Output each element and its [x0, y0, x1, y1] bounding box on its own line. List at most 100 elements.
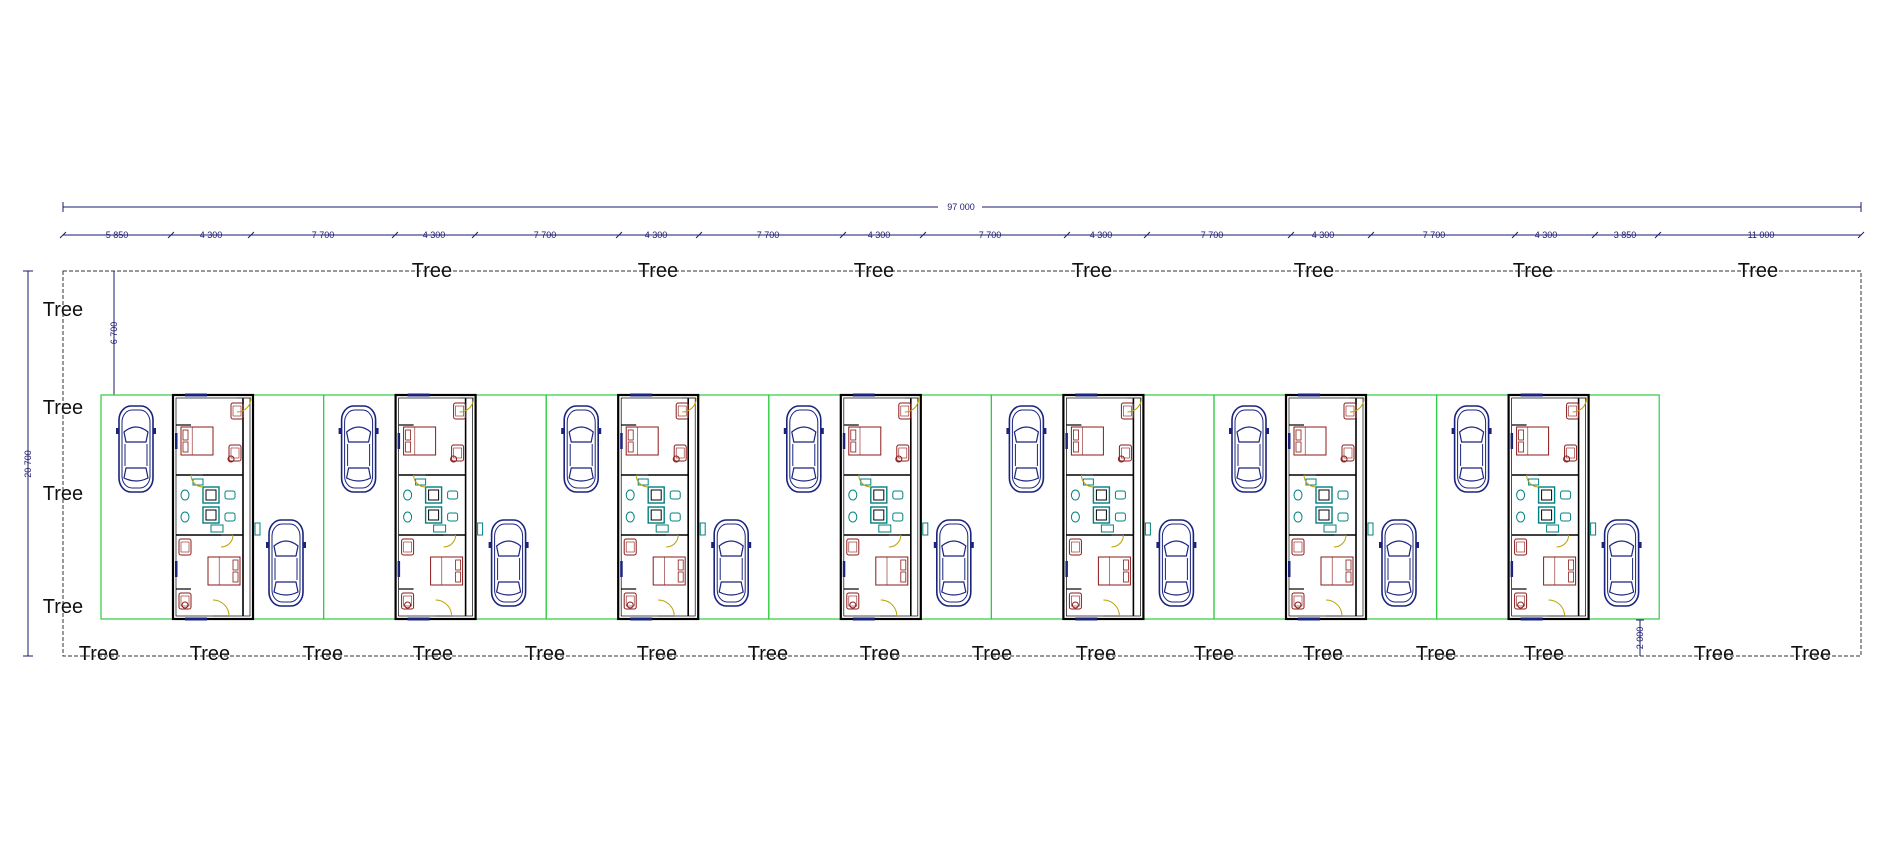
shower-tray — [650, 509, 662, 521]
toilet-icon — [1293, 511, 1303, 523]
car-body — [340, 405, 377, 493]
car-rear-window — [1236, 467, 1262, 482]
bed-pillow — [405, 441, 412, 453]
bed-frame — [848, 426, 882, 456]
armchair-icon — [1068, 538, 1082, 556]
car-body-inner — [716, 523, 746, 603]
shower-tray — [1541, 489, 1553, 501]
car-windshield — [718, 540, 744, 557]
armchair-seat — [1564, 444, 1578, 462]
bed-pillow — [455, 559, 462, 571]
car-body — [935, 519, 972, 607]
sink-icon — [1337, 490, 1349, 500]
shower-tray — [428, 489, 440, 501]
armchair-icon — [451, 444, 465, 462]
shower-icon — [647, 506, 665, 524]
car-icon — [561, 405, 602, 493]
shower-icon — [424, 506, 443, 524]
armchair-icon — [1068, 592, 1082, 610]
car-icon — [338, 405, 379, 493]
door-swing-arc — [682, 397, 697, 413]
armchair-cushion — [625, 595, 635, 607]
armchair-icon — [1118, 444, 1132, 462]
lamp-icon — [1294, 601, 1302, 609]
door-swing-arc — [443, 534, 457, 548]
armchair-icon — [178, 592, 192, 610]
car-mirror — [375, 428, 379, 434]
armchair-cushion — [625, 541, 635, 553]
tree-label: Tree — [1303, 643, 1343, 665]
armchair-seat — [451, 444, 465, 462]
car-mirror — [266, 542, 269, 548]
window — [407, 617, 430, 621]
armchair-seat — [623, 538, 637, 556]
car-icon — [1006, 405, 1047, 493]
car-mirror — [488, 542, 492, 548]
bed-pillow — [1568, 571, 1574, 583]
car-mirror — [1416, 542, 1419, 548]
bed-pillow — [182, 441, 189, 453]
lamp-icon — [1517, 601, 1525, 609]
armchair-cushion — [1071, 595, 1080, 607]
washer-icon — [878, 524, 892, 533]
tree-label: Tree — [1072, 260, 1112, 282]
shower-icon — [1315, 486, 1333, 504]
sink-icon — [224, 490, 236, 500]
dimension-tick — [1143, 231, 1151, 239]
door-swing-arc — [435, 599, 453, 617]
sink-icon — [447, 512, 459, 522]
bed-pillow — [1073, 441, 1079, 453]
armchair-cushion — [1343, 447, 1353, 459]
window — [1520, 393, 1543, 397]
armchair-cushion — [848, 595, 858, 607]
lamp-icon — [849, 601, 857, 609]
car-windshield — [941, 540, 967, 557]
armchair-seat — [1068, 592, 1082, 610]
bed-icon — [625, 426, 659, 456]
car-windshield — [568, 426, 594, 443]
bed-pillow — [1295, 429, 1302, 441]
door-swing-arc — [1572, 397, 1588, 413]
door-swing-arc — [1103, 599, 1120, 617]
car-body — [1008, 405, 1045, 493]
car-windshield — [123, 426, 149, 443]
shower-tray — [1541, 509, 1553, 521]
plot — [1213, 393, 1438, 621]
dimension-tick — [167, 231, 175, 239]
water-tank-icon — [922, 522, 929, 536]
bed-icon — [875, 556, 909, 586]
door-swing-arc — [220, 534, 234, 548]
lamp-icon — [181, 601, 189, 609]
car-windshield — [1013, 426, 1040, 443]
bed-pillow — [850, 441, 857, 453]
door-swing-arc — [858, 474, 871, 488]
door-swing-arc — [904, 397, 920, 413]
car-mirror — [970, 542, 974, 548]
washer-icon — [1546, 524, 1560, 533]
tree-label: Tree — [972, 643, 1012, 665]
plot — [1435, 393, 1660, 621]
segment-label: 4 300 — [645, 230, 668, 240]
water-tank-icon — [699, 522, 706, 536]
car-body — [785, 405, 822, 493]
shower-tray — [205, 509, 217, 521]
plot — [990, 393, 1215, 621]
car-body — [118, 405, 154, 493]
townhouse-unit — [394, 393, 484, 621]
car-rear-window — [941, 581, 967, 596]
overall-depth-label: 20 700 — [23, 450, 33, 478]
armchair-cushion — [453, 447, 462, 459]
bed-frame — [1070, 426, 1104, 456]
trees-top-row: Tree Tree Tree Tree Tree Tree Tree — [412, 260, 1778, 282]
door-swing-arc — [1080, 474, 1094, 488]
window — [1288, 433, 1291, 449]
lamp-icon — [404, 601, 412, 609]
water-tank-icon — [254, 522, 261, 536]
lamp-icon — [672, 455, 680, 463]
tree-label: Tree — [43, 483, 83, 505]
car-body-inner — [271, 523, 301, 603]
shower-icon — [424, 486, 443, 504]
car-windshield — [1236, 426, 1262, 443]
window — [1065, 561, 1068, 577]
armchair-seat — [1341, 444, 1355, 462]
